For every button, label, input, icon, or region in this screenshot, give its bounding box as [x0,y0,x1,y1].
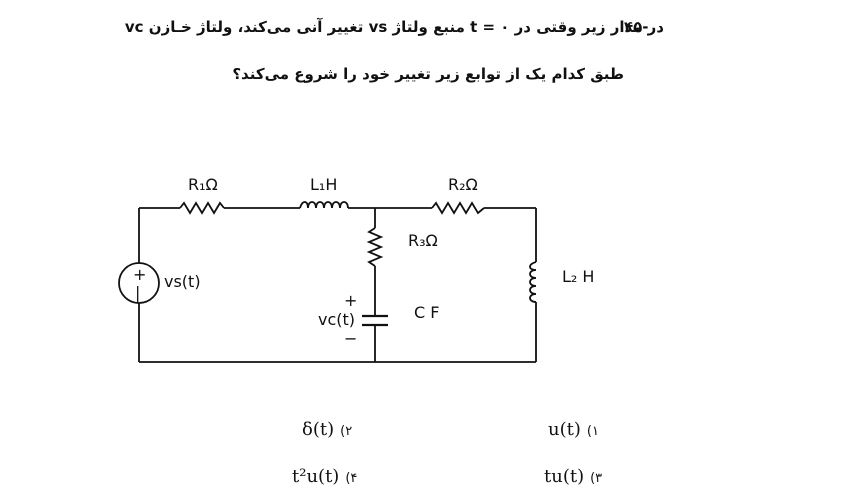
option-4[interactable]: t²u(t) (۴ [292,466,357,487]
option-3-number: (۳ [590,471,603,486]
label-l1: L₁H [310,175,337,194]
option-1[interactable]: u(t) (۱ [548,419,599,440]
question-number: ۴۵- [624,18,649,36]
option-4-number: (۴ [345,471,358,486]
question-text-line2: طبق کدام یک از توابع زیر تغییر خود را شر… [232,65,624,83]
cap-minus: − [344,329,357,348]
option-2-text: δ(t) [302,419,335,440]
cap-plus: + [344,291,357,310]
label-r1: R₁Ω [188,175,218,194]
label-vc: vc(t) [318,310,355,329]
label-r2: R₂Ω [448,175,478,194]
resistor-r3 [366,227,384,267]
question-text-line1: در مدار زیر وقتی در t = ۰ منبع ولتاژ vs … [124,18,664,36]
resistor-r2 [431,201,485,215]
resistor-r1 [179,201,225,215]
source-plus: + [133,265,146,284]
label-r3: R₃Ω [408,231,438,250]
label-vs: vs(t) [164,272,201,291]
inductor-l2 [529,261,537,303]
option-3-text: tu(t) [544,466,585,487]
label-l2: L₂ H [562,267,594,286]
option-3[interactable]: tu(t) (۳ [544,466,602,487]
inductor-l1 [299,201,349,209]
source-minus: | [135,283,140,302]
option-4-text: t²u(t) [292,466,340,487]
label-c: C F [414,303,439,322]
option-2[interactable]: δ(t) (۲ [302,419,352,440]
option-1-number: (۱ [586,424,599,439]
option-1-text: u(t) [548,419,581,440]
voltage-source-circle [118,262,160,304]
option-2-number: (۲ [340,424,353,439]
